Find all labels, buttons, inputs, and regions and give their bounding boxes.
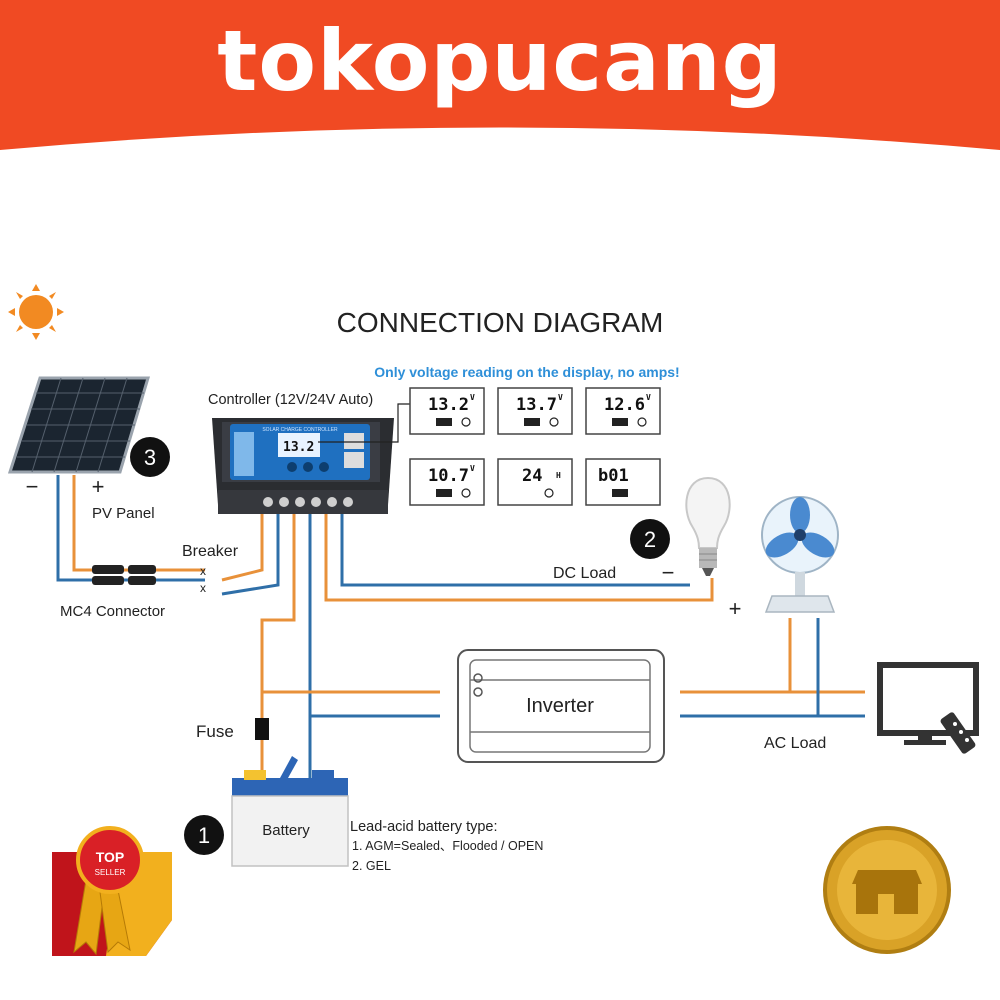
brand-banner	[0, 0, 1000, 150]
battery-type-1: 1. AGM=Sealed、Flooded / OPEN	[352, 839, 543, 853]
ac-load-label: AC Load	[764, 735, 826, 752]
battery-type-title: Lead-acid battery type:	[350, 819, 498, 835]
store-badge	[823, 826, 951, 954]
inverter-label: Inverter	[526, 695, 594, 717]
battery-icon	[436, 418, 628, 497]
panel-minus: −	[26, 474, 39, 499]
svg-text:x: x	[200, 564, 206, 578]
inverter	[457, 649, 665, 763]
controller-header: SOLAR CHARGE CONTROLLER	[262, 427, 338, 433]
mode-display-3	[585, 387, 661, 435]
mode-display-6	[585, 458, 661, 506]
battery	[231, 756, 349, 867]
diagram-title: CONNECTION DIAGRAM	[337, 307, 664, 338]
wire-panel-positive	[72, 475, 205, 572]
step-2-badge: 2	[630, 519, 670, 559]
breaker-label: Breaker	[182, 543, 239, 560]
wires	[56, 475, 865, 780]
mode-display-3-value: 12.6	[604, 395, 645, 415]
pv-panel	[7, 376, 151, 474]
panel-plus: +	[92, 474, 105, 499]
mode-display-1-unit: V	[470, 393, 475, 402]
mode-display-2	[497, 387, 573, 435]
sun-icon	[8, 284, 64, 340]
fuse-label: Fuse	[196, 722, 234, 741]
mode-display-6-value: b01	[598, 466, 629, 486]
mode-display-4-unit: V	[470, 464, 475, 473]
svg-text:2: 2	[644, 527, 656, 552]
mode-display-4-value: 10.7	[428, 466, 469, 486]
wire-breaker-positive	[221, 512, 264, 582]
battery-label: Battery	[262, 822, 310, 839]
dc-plus: +	[729, 596, 742, 621]
mode-display-5-value: 24	[522, 466, 542, 486]
wire-battery-positive	[260, 512, 296, 780]
mode-display-5-unit: H	[556, 471, 561, 480]
diagram-note: Only voltage reading on the display, no …	[374, 364, 679, 380]
fuse-icon	[255, 718, 269, 740]
top-seller-line1: TOP	[96, 849, 125, 865]
breaker: x x	[200, 564, 206, 595]
wire-panel-negative	[56, 475, 205, 582]
wire-dc-negative	[340, 512, 690, 587]
light-bulb-icon	[685, 476, 731, 576]
mc4-connector	[92, 565, 156, 585]
controller-lcd-value: 13.2	[283, 440, 314, 455]
mc4-label: MC4 Connector	[60, 603, 165, 620]
display-callout-line	[318, 403, 410, 443]
wire-breaker-negative	[221, 512, 280, 596]
tv-icon	[877, 662, 979, 754]
pv-panel-label: PV Panel	[92, 505, 155, 522]
svg-text:x: x	[200, 581, 206, 595]
battery-type-2: 2. GEL	[352, 859, 391, 873]
controller-label: Controller (12V/24V Auto)	[208, 392, 373, 408]
step-3-badge: 3	[130, 437, 170, 477]
fan-icon	[761, 496, 839, 613]
mode-display-5	[497, 458, 573, 506]
mode-display-2-unit: V	[558, 393, 563, 402]
dc-load-label: DC Load	[553, 565, 616, 582]
mode-display-1	[409, 387, 485, 435]
charge-controller: SOLAR CHARGE CONTROLLER 13.2	[212, 418, 394, 514]
step-1-badge: 1	[184, 815, 224, 855]
svg-text:1: 1	[198, 823, 210, 848]
top-seller-badge: TOP SELLER	[52, 826, 172, 956]
bulb-icon	[461, 417, 647, 498]
mode-displays: 13.2 V 13.7 V 12.6 V 10.7 V 24 H b01	[409, 387, 661, 506]
dc-minus: −	[662, 560, 675, 585]
mode-display-2-value: 13.7	[516, 395, 557, 415]
mode-display-3-unit: V	[646, 393, 651, 402]
mode-display-1-value: 13.2	[428, 395, 469, 415]
store-icon	[852, 870, 922, 914]
brand-name: tokopucang	[217, 12, 783, 110]
wire-dc-positive	[324, 512, 714, 602]
svg-text:3: 3	[144, 445, 156, 470]
top-seller-line2: SELLER	[95, 868, 126, 877]
mode-display-4	[409, 458, 485, 506]
